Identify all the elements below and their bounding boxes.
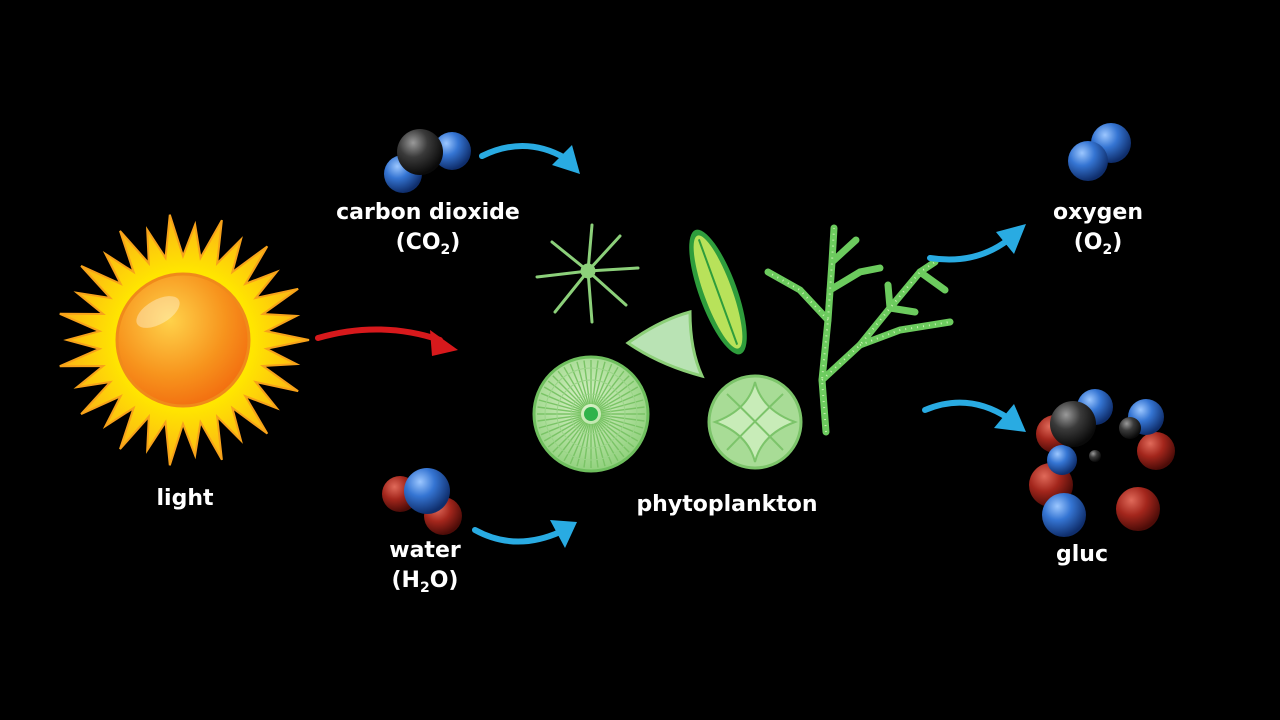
diatom-spoke bbox=[592, 361, 606, 405]
diatom-spoke bbox=[599, 392, 642, 411]
diatom-spoke bbox=[540, 392, 583, 411]
diatom-ring bbox=[556, 379, 626, 449]
water-molecule-icon bbox=[382, 468, 462, 535]
diatom-spoke bbox=[576, 361, 590, 405]
phytoplankton-label: phytoplankton bbox=[636, 492, 818, 517]
diatom-spoke bbox=[600, 406, 645, 414]
diatom-spoke bbox=[600, 415, 644, 429]
diatom-spoke bbox=[540, 417, 583, 436]
triangular-cell-icon bbox=[625, 310, 705, 379]
diatom-spoke bbox=[576, 423, 590, 467]
diatom-spoke bbox=[597, 420, 630, 453]
diatom-spoke bbox=[563, 366, 587, 406]
diatom-spoke bbox=[600, 414, 645, 422]
diatom-spoke bbox=[598, 380, 635, 409]
water-formula: (H2O) bbox=[391, 567, 459, 596]
pennate-diatom-icon bbox=[689, 229, 747, 355]
centric-diatom-icon bbox=[532, 355, 650, 473]
carbon-dioxide-label: carbon dioxide (CO2) bbox=[328, 198, 528, 260]
diatom-spoke bbox=[547, 419, 584, 448]
oxygen-name: oxygen bbox=[1053, 200, 1143, 225]
carbon-dioxide-formula: (CO2) bbox=[395, 229, 461, 258]
diatom-spoke bbox=[547, 380, 584, 409]
diatom-spoke bbox=[599, 417, 642, 436]
diatom-spoke bbox=[537, 406, 582, 414]
diatom-spoke bbox=[543, 386, 583, 410]
diatom-spoke bbox=[595, 422, 619, 462]
diatom-spoke bbox=[557, 370, 586, 407]
diatom-spoke bbox=[538, 415, 582, 429]
diatom-spoke bbox=[552, 420, 585, 453]
diatom-spoke bbox=[597, 375, 630, 408]
arrow-icon bbox=[479, 143, 580, 174]
glucose-label: gluc bbox=[1056, 542, 1108, 567]
diatom-spoke bbox=[591, 423, 599, 468]
oxygen-label: oxygen (O2) bbox=[1040, 198, 1156, 260]
diatom-spoke bbox=[599, 418, 639, 442]
diatom-spoke bbox=[563, 422, 587, 462]
diatom-spoke bbox=[595, 366, 619, 406]
star-diatom-icon bbox=[535, 223, 640, 324]
water-label: water (H2O) bbox=[366, 536, 484, 598]
diatom-spoke bbox=[594, 363, 613, 406]
diatom-spoke bbox=[598, 419, 635, 448]
diatom-spoke bbox=[537, 414, 582, 422]
arrow-icon bbox=[315, 326, 458, 356]
diatom-spoke bbox=[600, 399, 644, 413]
diatom-spoke bbox=[583, 360, 591, 405]
diatom-spoke bbox=[592, 423, 606, 467]
diatom-spoke bbox=[538, 399, 582, 413]
diatom-ring bbox=[544, 367, 638, 461]
diatom-spoke bbox=[591, 360, 599, 405]
diatom-spoke bbox=[599, 386, 639, 410]
oxygen-molecule-icon bbox=[1068, 123, 1131, 181]
sun-icon bbox=[59, 214, 310, 466]
carbon-dioxide-molecule-icon bbox=[384, 129, 471, 193]
diatom-spoke bbox=[596, 421, 625, 458]
diatom-spoke bbox=[583, 423, 591, 468]
round-cell-icon bbox=[707, 374, 803, 470]
diatom-spoke bbox=[596, 370, 625, 407]
arrow-icon bbox=[472, 520, 577, 548]
phytoplankton-icon bbox=[532, 223, 954, 473]
arrow-icon bbox=[922, 399, 1026, 432]
water-name: water bbox=[389, 538, 461, 563]
oxygen-formula: (O2) bbox=[1073, 229, 1123, 258]
light-label: light bbox=[156, 486, 214, 511]
diatom-spoke bbox=[569, 363, 588, 406]
diatom-ring bbox=[570, 393, 612, 435]
glucose-molecule-icon bbox=[1029, 389, 1175, 537]
diatom-spoke bbox=[557, 421, 586, 458]
diatom-spoke bbox=[543, 418, 583, 442]
arrow-icon bbox=[927, 224, 1026, 263]
diatom-spoke bbox=[552, 375, 585, 408]
carbon-dioxide-name: carbon dioxide bbox=[336, 200, 520, 225]
diatom-spoke bbox=[569, 422, 588, 465]
diatom-spoke bbox=[594, 422, 613, 465]
